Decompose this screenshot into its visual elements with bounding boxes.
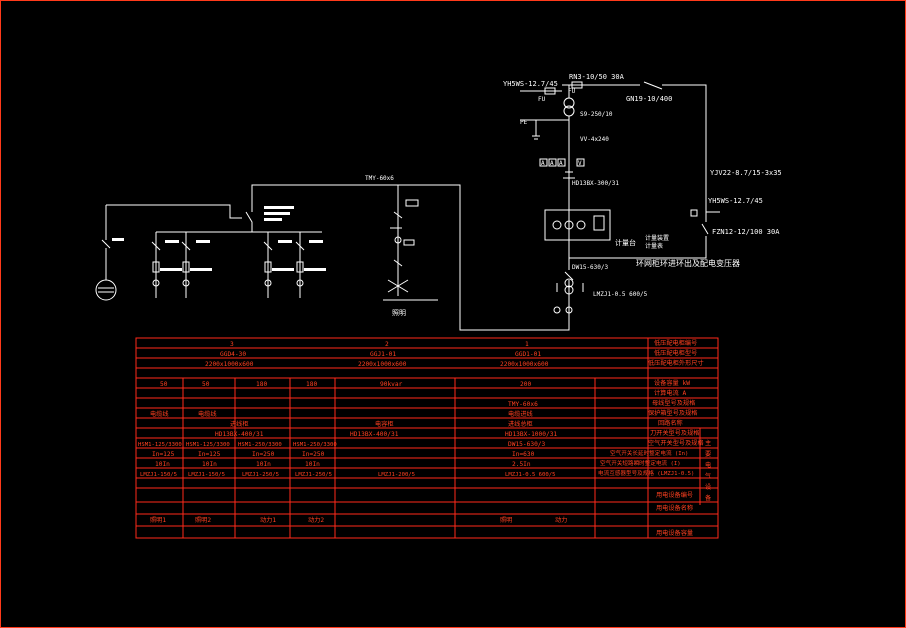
- svg-text:进线总柜: 进线总柜: [508, 420, 533, 428]
- svg-text:V: V: [578, 160, 582, 167]
- main-breaker-label: HD13BX-300/31: [572, 180, 619, 187]
- svg-text:HSM1-125/3300: HSM1-125/3300: [186, 442, 230, 448]
- transformer-label: S9-250/10: [580, 111, 613, 118]
- svg-text:GGD4-30: GGD4-30: [220, 351, 246, 358]
- svg-text:In=630: In=630: [512, 451, 535, 458]
- svg-text:空气开关长延时整定电流 (In): 空气开关长延时整定电流 (In): [610, 449, 688, 457]
- svg-text:10In: 10In: [202, 461, 217, 468]
- svg-text:低压配电柜外形尺寸: 低压配电柜外形尺寸: [648, 359, 704, 367]
- arrester-mid-label: YH5WS-12.7/45: [708, 197, 763, 205]
- load-switch-label: FZN12-12/100 30A: [712, 228, 780, 236]
- svg-text:A: A: [541, 160, 545, 167]
- svg-text:10In: 10In: [155, 461, 170, 468]
- svg-text:LMZJ1-150/5: LMZJ1-150/5: [188, 472, 225, 478]
- svg-text:90kvar: 90kvar: [380, 381, 403, 388]
- svg-text:3: 3: [230, 341, 234, 348]
- svg-text:电容柜: 电容柜: [375, 420, 394, 428]
- svg-text:保护箱型号及规格: 保护箱型号及规格: [648, 409, 698, 417]
- svg-text:2200x1000x600: 2200x1000x600: [205, 361, 254, 368]
- hv-top-bus: [562, 81, 707, 196]
- svg-text:180: 180: [306, 381, 317, 388]
- svg-text:HD13BX-400/31: HD13BX-400/31: [350, 431, 399, 438]
- svg-text:进线柜: 进线柜: [230, 420, 249, 428]
- feeder-branches: [151, 232, 326, 298]
- lighting-label: 照明: [392, 309, 406, 317]
- motor-symbol: [95, 279, 117, 301]
- svg-text:LMZJ1-150/5: LMZJ1-150/5: [140, 472, 177, 478]
- svg-text:10In: 10In: [256, 461, 271, 468]
- title-note: 环网柜环进环出及配电变压器: [636, 258, 740, 268]
- svg-text:FU: FU: [538, 96, 546, 103]
- meter-note1: 计量装置: [645, 234, 669, 242]
- svg-text:In=125: In=125: [152, 451, 175, 458]
- svg-text:2200x1000x600: 2200x1000x600: [500, 361, 549, 368]
- svg-text:电缆线: 电缆线: [198, 410, 217, 418]
- svg-text:照明1: 照明1: [150, 517, 166, 524]
- svg-text:空气开关型号及规格: 空气开关型号及规格: [648, 439, 704, 447]
- svg-text:2: 2: [385, 341, 389, 348]
- svg-text:用电设备名称: 用电设备名称: [656, 504, 693, 512]
- out-ct-label: LMZJ1-0.5 600/5: [593, 291, 648, 298]
- svg-text:In=250: In=250: [302, 451, 325, 458]
- svg-text:母线型号及规格: 母线型号及规格: [652, 399, 696, 407]
- meter-note2: 计量表: [645, 242, 663, 250]
- svg-text:设备容量 kW: 设备容量 kW: [654, 379, 690, 387]
- svg-text:HD13BX-400/31: HD13BX-400/31: [215, 431, 264, 438]
- cable-in-label: YJV22-8.7/15-3x35: [710, 169, 782, 177]
- svg-text:A: A: [559, 160, 563, 167]
- svg-text:TMY-60x6: TMY-60x6: [508, 401, 538, 408]
- svg-text:HD13BX-1000/31: HD13BX-1000/31: [505, 431, 557, 438]
- svg-text:2200x1000x600: 2200x1000x600: [358, 361, 407, 368]
- svg-text:用电设备容量: 用电设备容量: [656, 529, 693, 537]
- svg-text:LMZJ1-0.5 600/5: LMZJ1-0.5 600/5: [505, 472, 556, 478]
- svg-text:动力1: 动力1: [260, 516, 276, 524]
- busbar-label: VV-4x240: [580, 136, 609, 143]
- svg-text:用电设备编号: 用电设备编号: [656, 491, 693, 499]
- svg-text:计算电流 A: 计算电流 A: [654, 389, 686, 397]
- svg-text:低压配电柜型号: 低压配电柜型号: [654, 349, 697, 357]
- isolator-label: GN19-10/400: [626, 95, 672, 103]
- feeder-label: TMY-60x6: [365, 175, 394, 182]
- fuse-top-label: RN3-10/50 30A: [569, 73, 625, 81]
- svg-text:电缆线: 电缆线: [150, 410, 169, 418]
- meter-label: 计量台: [615, 238, 636, 247]
- svg-text:LMZJ1-250/5: LMZJ1-250/5: [295, 472, 332, 478]
- svg-text:LMZJ1-200/5: LMZJ1-200/5: [378, 472, 415, 478]
- svg-text:A: A: [550, 160, 554, 167]
- svg-text:GGJ1-01: GGJ1-01: [370, 351, 396, 358]
- svg-text:In=125: In=125: [198, 451, 221, 458]
- arrester-top-label: YH5WS-12.7/45: [503, 80, 558, 88]
- side-label: 主要电气设备: [705, 439, 712, 502]
- svg-text:In=250: In=250: [252, 451, 275, 458]
- svg-text:200: 200: [520, 381, 531, 388]
- svg-text:PE: PE: [520, 119, 528, 126]
- svg-text:电缆进线: 电缆进线: [508, 410, 533, 418]
- equipment-table: 3 2 1 低压配电柜编号 低压配电柜型号 GGD4-30 GGJ1-01 GG…: [135, 337, 719, 539]
- svg-text:照明: 照明: [500, 517, 512, 524]
- svg-text:动力2: 动力2: [308, 516, 324, 524]
- svg-text:1: 1: [525, 341, 529, 348]
- svg-text:空气开关短路瞬时整定电流 (I): 空气开关短路瞬时整定电流 (I): [600, 459, 681, 467]
- svg-text:电流互感器型号及规格 (LMZJ1-0.5): 电流互感器型号及规格 (LMZJ1-0.5): [598, 469, 694, 477]
- svg-text:FU: FU: [568, 88, 576, 95]
- svg-text:HSM1-250/3300: HSM1-250/3300: [238, 442, 282, 448]
- svg-text:10In: 10In: [305, 461, 320, 468]
- svg-text:动力: 动力: [555, 516, 567, 524]
- svg-text:HSM1-125/3300: HSM1-125/3300: [138, 442, 182, 448]
- svg-text:照明2: 照明2: [195, 517, 211, 524]
- svg-text:50: 50: [202, 381, 210, 388]
- svg-text:50: 50: [160, 381, 168, 388]
- svg-text:180: 180: [256, 381, 267, 388]
- svg-text:HSM1-250/3300: HSM1-250/3300: [293, 442, 337, 448]
- svg-text:DW15-630/3: DW15-630/3: [508, 441, 546, 448]
- meter-box: [544, 209, 611, 241]
- svg-text:回路名称: 回路名称: [658, 419, 683, 427]
- svg-text:LMZJ1-250/5: LMZJ1-250/5: [242, 472, 279, 478]
- svg-text:2.5In: 2.5In: [512, 461, 531, 468]
- out-breaker-label: DW15-630/3: [572, 264, 609, 271]
- svg-text:低压配电柜编号: 低压配电柜编号: [654, 339, 697, 347]
- svg-text:GGD1-01: GGD1-01: [515, 351, 541, 358]
- svg-text:刀开关型号及规格: 刀开关型号及规格: [650, 429, 700, 437]
